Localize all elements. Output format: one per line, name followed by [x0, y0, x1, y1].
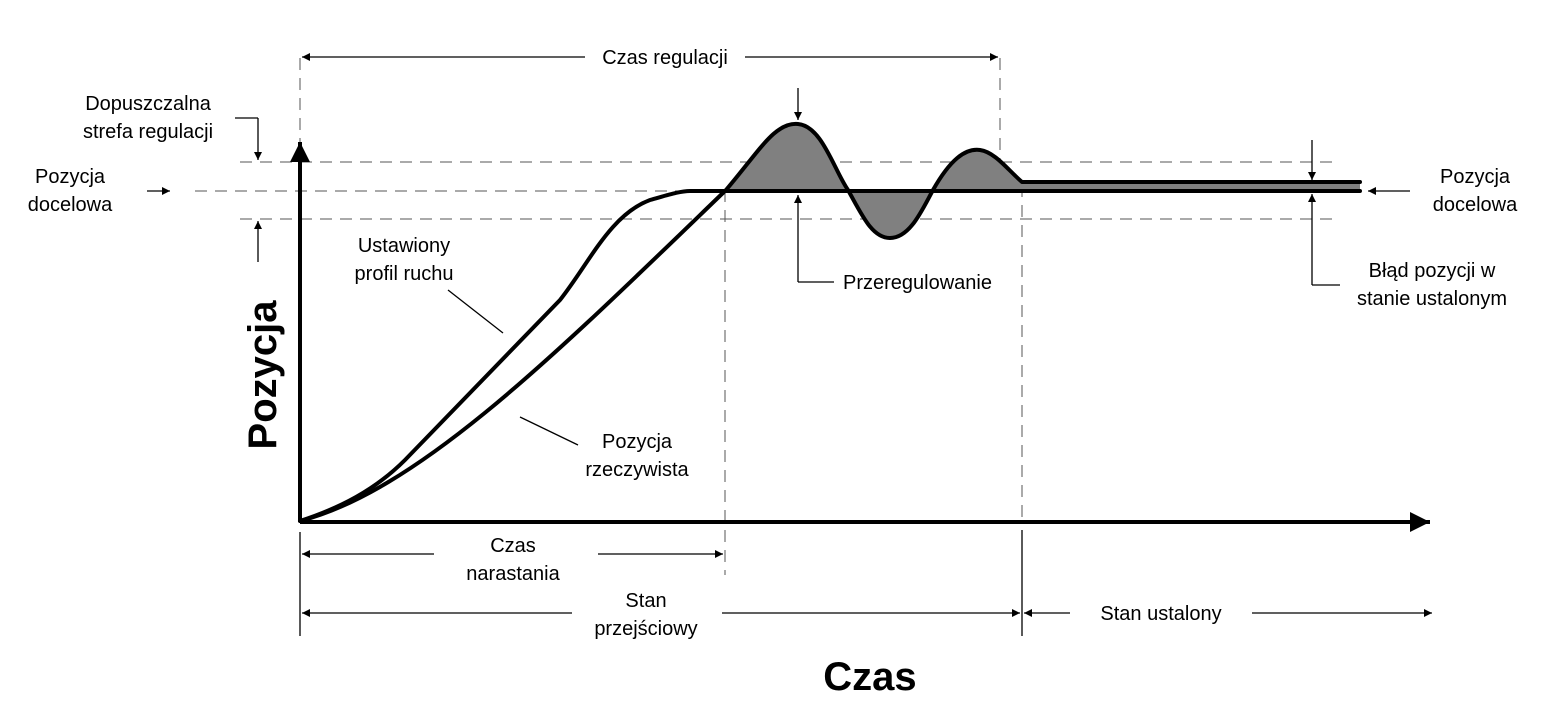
transient-label-line2: przejściowy [594, 618, 697, 640]
transient-label-line1: Stan [625, 590, 666, 612]
rise-time-label-line1: Czas [490, 535, 536, 557]
steady-error-label-line2: stanie ustalonym [1357, 288, 1507, 310]
overshoot-label: Przeregulowanie [843, 272, 992, 294]
steady-state-label: Stan ustalony [1100, 603, 1221, 625]
set-profile-label-line2: profil ruchu [355, 263, 454, 285]
settling-time-label: Czas regulacji [602, 47, 728, 69]
undershoot-shaded-area [848, 190, 933, 238]
rise-time-label-line2: narastania [466, 563, 560, 585]
set-motion-profile-curve [298, 189, 1362, 523]
set-profile-leader [447, 289, 504, 334]
target-left-label-line2: docelowa [28, 194, 113, 216]
steady-error-shaded-band [1022, 182, 1360, 191]
actual-position-label-line2: rzeczywista [585, 459, 689, 481]
error-shaded-area [726, 123, 848, 190]
tolerance-band-label-line1: Dopuszczalna [85, 93, 212, 115]
tolerance-band-label-line2: strefa regulacji [83, 121, 213, 143]
target-right-label-line2: docelowa [1433, 194, 1518, 216]
target-left-label-line1: Pozycja [35, 166, 106, 188]
actual-position-leader [519, 416, 579, 446]
target-right-label-line1: Pozycja [1440, 166, 1511, 188]
set-profile-label-line1: Ustawiony [358, 235, 450, 257]
y-axis-title: Pozycja [241, 300, 285, 450]
x-axis-title: Czas [823, 655, 916, 699]
steady-error-label-line1: Błąd pozycji w [1369, 260, 1496, 282]
actual-position-label-line1: Pozycja [602, 431, 673, 453]
actual-position-curve [298, 121, 1362, 523]
